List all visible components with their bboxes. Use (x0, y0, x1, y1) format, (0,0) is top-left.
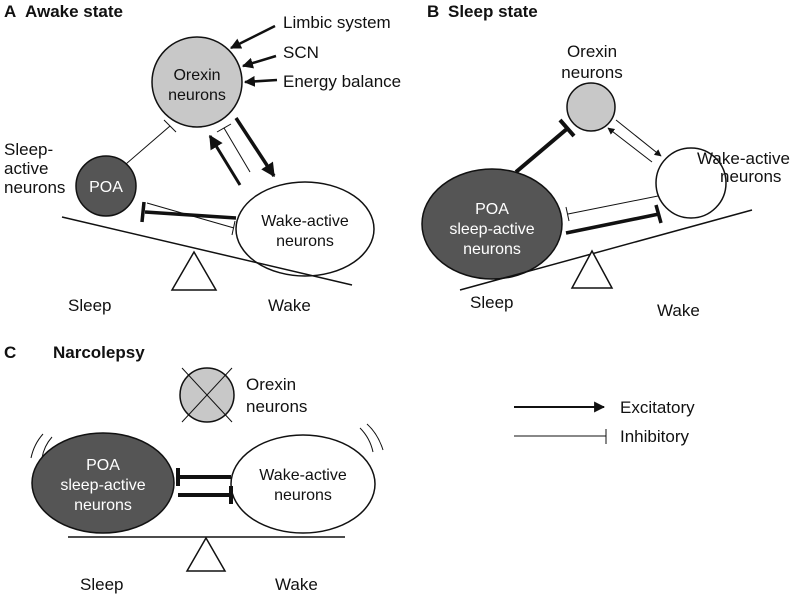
wake-side-label: Wake (268, 296, 311, 315)
poa-inhibits-orexin-bar (163, 119, 177, 133)
wake-inhibits-poa-bar (140, 201, 146, 223)
fulcrum-triangle (570, 249, 614, 289)
orexin-cross-line-2 (181, 367, 233, 423)
wake-active-neurons-node (230, 434, 376, 534)
panel-a-title: Awake state (25, 2, 123, 21)
seesaw-beam (459, 209, 753, 291)
poa-inhibits-orexin-line (514, 126, 570, 174)
energy-to-orexin-arrow (243, 75, 278, 87)
orexin-neurons-node (566, 82, 616, 132)
poa-inhibits-wake-bar (654, 204, 663, 224)
poa-inhibits-orexin-bar (558, 118, 576, 138)
orexin-label-line2: neurons (246, 397, 307, 416)
panel-c: C Narcolepsy Orexin neurons POA sleep-ac… (4, 343, 384, 594)
wobble-mark-left-outer (30, 433, 44, 459)
wake-active-label-line1: Wake-active (261, 213, 349, 230)
orexin-neurons-node (151, 36, 243, 128)
orexin-to-wake-arrow (234, 117, 276, 178)
fulcrum-triangle (185, 536, 227, 572)
orexin-label-line1: Orexin (173, 67, 220, 84)
sleep-side-label: Sleep (470, 293, 513, 312)
poa-node (75, 155, 137, 217)
sleep-active-label-line2: active (4, 159, 48, 178)
seesaw-beam (61, 216, 353, 286)
poa-label-line3: neurons (74, 497, 132, 514)
wake-side-label: Wake (657, 301, 700, 320)
poa-inhibits-wake-bar (231, 220, 236, 236)
wake-inhibits-orexin-bar (216, 123, 232, 133)
poa-label: POA (89, 179, 123, 196)
wake-active-neurons-node (655, 147, 727, 219)
wake-active-label-line2: neurons (274, 487, 332, 504)
panel-c-letter: C (4, 343, 16, 362)
orexin-label-line1: Orexin (567, 42, 617, 61)
wake-active-label-line2: neurons (276, 233, 334, 250)
wobble-mark-right-outer (366, 423, 384, 451)
poa-inhibits-wake-line (146, 202, 235, 229)
poa-inhibits-orexin-line (125, 125, 171, 165)
panel-b: B Sleep state Orexin neurons Wake-active… (421, 2, 790, 320)
orexin-label-line2: neurons (168, 87, 226, 104)
wake-to-orexin-arrow (607, 127, 653, 163)
sleep-side-label: Sleep (80, 575, 123, 594)
wake-active-label-line1: Wake-active (697, 149, 790, 168)
wake-active-label-line1: Wake-active (259, 467, 347, 484)
legend: Excitatory Inhibitory (514, 398, 695, 446)
sleep-side-label: Sleep (68, 296, 111, 315)
panel-a: A Awake state Orexin neurons Limbic syst… (4, 2, 401, 315)
panel-c-title: Narcolepsy (53, 343, 145, 362)
legend-excitatory-label: Excitatory (620, 398, 695, 417)
panel-a-letter: A (4, 2, 16, 21)
sleep-active-label-line1: Sleep- (4, 140, 53, 159)
poa-label-line1: POA (86, 457, 120, 474)
panel-b-letter: B (427, 2, 439, 21)
wake-active-neurons-node (235, 181, 375, 277)
wake-inhibits-poa-bar (565, 206, 570, 222)
panel-b-title: Sleep state (448, 2, 538, 21)
poa-sleep-active-node (31, 432, 175, 534)
sleep-active-label-line3: neurons (4, 178, 65, 197)
poa-label-line1: POA (475, 201, 509, 218)
orexin-to-wake-arrow (615, 119, 662, 157)
poa-inhibits-wake-line (565, 212, 660, 235)
wake-active-label-line2: neurons (720, 167, 781, 186)
poa-label-line2: sleep-active (60, 477, 145, 494)
scn-to-orexin-arrow (241, 54, 277, 69)
legend-inhibitory-label: Inhibitory (620, 427, 689, 446)
input-limbic-system: Limbic system (283, 13, 391, 32)
poa-label-line3: neurons (463, 241, 521, 258)
wake-to-orexin-arrow (208, 134, 242, 186)
wake-inhibits-orexin-line (223, 127, 251, 173)
input-scn: SCN (283, 43, 319, 62)
orexin-label-line1: Orexin (246, 375, 296, 394)
poa-sleep-active-node (421, 168, 563, 280)
wake-side-label: Wake (275, 575, 318, 594)
wake-inhibits-poa-line (567, 195, 659, 215)
input-energy-balance: Energy balance (283, 72, 401, 91)
fulcrum-triangle (170, 250, 218, 291)
poa-label-line2: sleep-active (449, 221, 534, 238)
wobble-mark-right-inner (359, 427, 374, 453)
limbic-to-orexin-arrow (230, 24, 276, 50)
orexin-label-line2: neurons (561, 63, 622, 82)
